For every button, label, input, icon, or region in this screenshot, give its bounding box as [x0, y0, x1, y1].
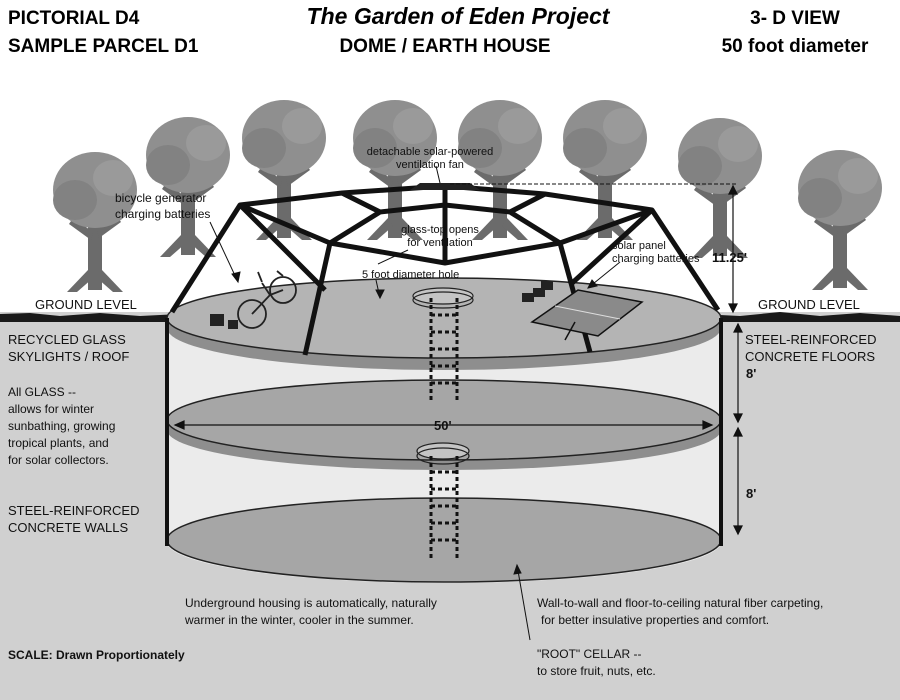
diameter-dimension-label: 50': [434, 418, 452, 433]
recycled-glass-label-1: RECYCLED GLASS: [8, 332, 126, 347]
tree: [458, 100, 542, 240]
hole-upper: [412, 287, 474, 305]
steel-floors-label-1: STEEL-REINFORCED: [745, 332, 876, 347]
underground-line-2: warmer in the winter, cooler in the summ…: [184, 613, 414, 627]
hole-lower: [416, 442, 470, 460]
steel-walls-label-1: STEEL-REINFORCED: [8, 503, 139, 518]
floor-height-dimension-1: [733, 322, 743, 424]
fan-label-2: ventilation fan: [396, 159, 464, 171]
steel-floors-label-2: CONCRETE FLOORS: [745, 349, 875, 364]
steel-walls-label-2: CONCRETE WALLS: [8, 520, 128, 535]
pictorial-label: PICTORIAL D4: [8, 8, 140, 29]
carpeting-line-1: Wall-to-wall and floor-to-ceiling natura…: [537, 596, 823, 610]
tree: [563, 100, 647, 240]
ventilation-fan: [410, 183, 480, 190]
solar-panel-label-1: solar panel: [612, 240, 666, 252]
bicycle-label-1: bicycle generator: [115, 191, 206, 205]
floor-height-dimension-2: [733, 426, 743, 536]
tree: [53, 152, 137, 292]
underground-line-1: Underground housing is automatically, na…: [185, 596, 437, 610]
bicycle-label-2: charging batteries: [115, 207, 210, 221]
page-subtitle: DOME / EARTH HOUSE: [339, 36, 550, 57]
view-label: 3- D VIEW: [750, 8, 840, 29]
all-glass-line-4: tropical plants, and: [8, 436, 109, 450]
diameter-label: 50 foot diameter: [722, 36, 869, 57]
solar-panel: [530, 289, 644, 337]
battery: [210, 314, 224, 326]
page-title: The Garden of Eden Project: [307, 3, 611, 29]
recycled-glass-label-2: SKYLIGHTS / ROOF: [8, 349, 129, 364]
root-cellar-floor: [166, 497, 722, 583]
battery: [522, 293, 534, 302]
all-glass-line-2: allows for winter: [8, 402, 94, 416]
fan-label-1: detachable solar-powered: [367, 146, 494, 158]
bicycle-generator: [237, 270, 297, 329]
ground-level-right: GROUND LEVEL: [758, 297, 860, 312]
all-glass-line-5: for solar collectors.: [8, 453, 109, 467]
solar-panel-label-2: charging batteries: [612, 253, 700, 265]
tree: [678, 118, 762, 258]
scale-label: SCALE: Drawn Proportionately: [8, 648, 185, 662]
ladder-upper: [429, 298, 459, 400]
floor-height-label-2: 8': [746, 486, 756, 501]
root-cellar-line-1: "ROOT" CELLAR --: [537, 647, 642, 661]
floor-height-label-1: 8': [746, 366, 756, 381]
battery: [228, 320, 238, 329]
glass-top-label-1: glass-top opens: [401, 224, 479, 236]
hole-label: 5 foot diameter hole: [362, 269, 459, 281]
parcel-label: SAMPLE PARCEL D1: [8, 36, 199, 57]
battery: [533, 288, 545, 297]
leader-lines: [209, 165, 621, 641]
all-glass-line-3: sunbathing, growing: [8, 419, 115, 433]
glass-top-label-2: for ventilation: [407, 237, 472, 249]
tree: [798, 150, 882, 290]
diameter-dimension: [173, 420, 714, 430]
dome-height-dimension: [728, 184, 738, 314]
dome-height-label: 11.25': [712, 250, 747, 265]
ground-level-left: GROUND LEVEL: [35, 297, 137, 312]
all-glass-line-1: All GLASS --: [8, 385, 76, 399]
ladder-lower: [429, 456, 459, 560]
root-cellar-line-2: to store fruit, nuts, etc.: [537, 664, 656, 678]
battery: [541, 281, 553, 290]
carpeting-line-2: for better insulative properties and com…: [541, 613, 769, 627]
